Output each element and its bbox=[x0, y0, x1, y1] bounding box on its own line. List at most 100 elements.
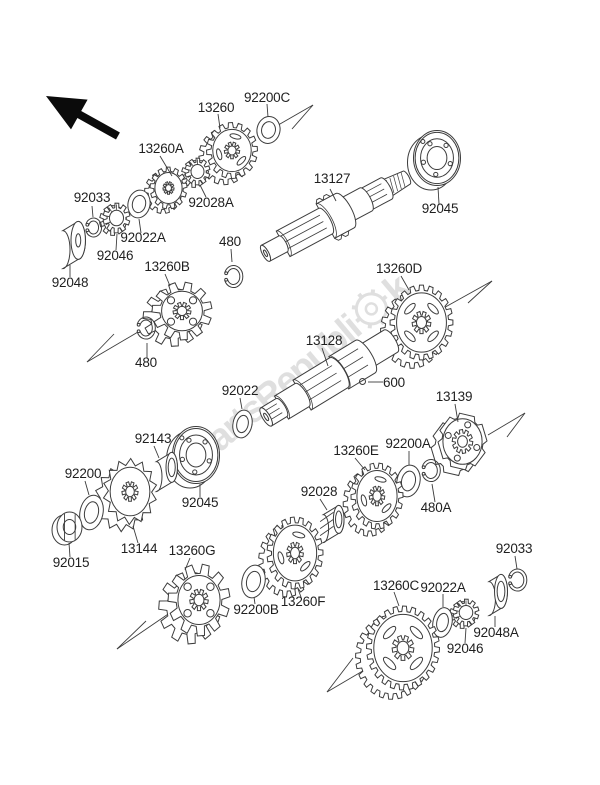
part-label-92046: 92046 bbox=[97, 248, 134, 263]
part-washer-92200A bbox=[396, 464, 421, 498]
part-label-92200C: 92200C bbox=[244, 90, 291, 105]
part-label-92048A: 92048A bbox=[473, 625, 519, 640]
part-pin-600 bbox=[359, 378, 366, 385]
leader-line bbox=[266, 103, 269, 118]
watermark-gear-icon bbox=[351, 289, 391, 329]
thin-arrow-line bbox=[326, 657, 354, 693]
part-labels: 92200C 13260 13260A 13127 92033 92028A 92045 92… bbox=[52, 90, 533, 656]
part-collar-92028 bbox=[319, 504, 345, 544]
thin-arrow-line bbox=[487, 412, 526, 436]
part-label-13127: 13127 bbox=[314, 171, 351, 186]
part-label-92033: 92033 bbox=[74, 190, 111, 205]
part-washer-92200 bbox=[79, 494, 104, 531]
leader-line bbox=[84, 480, 90, 496]
part-label-92046: 92046 bbox=[447, 641, 484, 656]
part-label-480: 480 bbox=[219, 234, 241, 249]
part-label-13260G: 13260G bbox=[169, 543, 216, 558]
part-gear-13260 bbox=[198, 121, 259, 186]
leader-line bbox=[431, 483, 436, 503]
part-bearing-92045-mid bbox=[166, 426, 220, 489]
part-label-92048: 92048 bbox=[52, 275, 89, 290]
thin-arrow-line bbox=[86, 333, 115, 363]
part-washer-92022 bbox=[232, 409, 253, 439]
leader-line bbox=[454, 403, 459, 423]
leader-line bbox=[354, 457, 366, 471]
leader-line bbox=[297, 588, 302, 598]
thin-arrow-line bbox=[116, 620, 147, 650]
part-label-480A: 480A bbox=[421, 500, 452, 515]
part-shaft-13127 bbox=[259, 170, 412, 262]
part-label-92028A: 92028A bbox=[188, 195, 234, 210]
part-nut-92015 bbox=[51, 511, 83, 546]
leader-line bbox=[329, 188, 337, 202]
part-cage-92028A bbox=[180, 157, 211, 188]
leader-line bbox=[321, 347, 329, 367]
part-label-13260D: 13260D bbox=[376, 261, 423, 276]
leader-line bbox=[393, 591, 400, 607]
part-label-92045: 92045 bbox=[422, 201, 459, 216]
leader-line bbox=[164, 273, 171, 287]
leader-lines bbox=[68, 103, 518, 644]
part-label-92022: 92022 bbox=[222, 383, 259, 398]
leader-line bbox=[91, 205, 94, 218]
leader-line bbox=[138, 218, 142, 234]
thin-arrow-line bbox=[506, 412, 526, 438]
part-sprocket-13144 bbox=[94, 457, 158, 533]
leader-line bbox=[230, 248, 233, 263]
leader-line bbox=[132, 525, 139, 544]
part-gear-13260F bbox=[258, 516, 324, 598]
part-label-92143: 92143 bbox=[135, 431, 172, 446]
part-washer-92200B bbox=[241, 564, 266, 599]
leader-line bbox=[68, 542, 71, 558]
part-gear-13260G bbox=[158, 563, 231, 645]
part-label-13260A: 13260A bbox=[138, 141, 184, 156]
part-label-13144: 13144 bbox=[121, 541, 158, 556]
part-label-13260C: 13260C bbox=[373, 578, 420, 593]
leader-line bbox=[400, 275, 410, 291]
part-shaft-13128 bbox=[259, 329, 400, 427]
leader-line bbox=[437, 186, 440, 205]
part-label-480: 480 bbox=[135, 355, 157, 370]
leader-line bbox=[199, 184, 207, 198]
part-collar-92048 bbox=[60, 220, 86, 270]
part-label-92022A: 92022A bbox=[420, 580, 466, 595]
thin-arrow-line bbox=[116, 607, 178, 650]
part-gear-13260C bbox=[355, 605, 441, 700]
part-label-92022A: 92022A bbox=[120, 230, 166, 245]
part-label-13260B: 13260B bbox=[144, 259, 190, 274]
part-circlip-480A bbox=[421, 459, 441, 482]
leader-line bbox=[514, 555, 518, 570]
part-label-13260E: 13260E bbox=[333, 443, 379, 458]
leader-line bbox=[217, 113, 221, 129]
part-label-13260: 13260 bbox=[198, 100, 235, 115]
thin-arrow-line bbox=[439, 280, 493, 311]
leader-line bbox=[464, 627, 467, 644]
thin-arrow-line bbox=[86, 331, 139, 363]
part-label-92200A: 92200A bbox=[385, 436, 431, 451]
leader-line bbox=[115, 233, 118, 251]
part-label-92028: 92028 bbox=[301, 484, 338, 499]
part-washer-92200C bbox=[256, 116, 281, 144]
part-circlip-480-mid bbox=[136, 316, 156, 340]
leader-line bbox=[253, 596, 256, 605]
part-label-92200: 92200 bbox=[65, 466, 102, 481]
part-collar-92048A bbox=[487, 573, 508, 617]
leader-line bbox=[239, 397, 243, 410]
part-hub-13139 bbox=[430, 412, 488, 477]
part-cage-92046-bot bbox=[448, 598, 480, 629]
thin-arrow-line bbox=[467, 280, 493, 304]
part-gear-13260D bbox=[380, 284, 454, 369]
part-label-92015: 92015 bbox=[53, 555, 90, 570]
part-washer-92022A-top bbox=[127, 189, 151, 219]
part-gear-13260E bbox=[342, 462, 404, 537]
part-gear-13260A bbox=[143, 166, 188, 215]
part-collar-92143 bbox=[154, 451, 178, 493]
part-gear-13260B bbox=[142, 281, 213, 347]
leader-line bbox=[159, 155, 173, 177]
part-label-13260F: 13260F bbox=[281, 594, 326, 609]
part-cage-92046-top bbox=[98, 202, 131, 236]
part-circlip-92033-bot bbox=[508, 568, 528, 592]
part-bearing-92045-top bbox=[407, 130, 461, 191]
